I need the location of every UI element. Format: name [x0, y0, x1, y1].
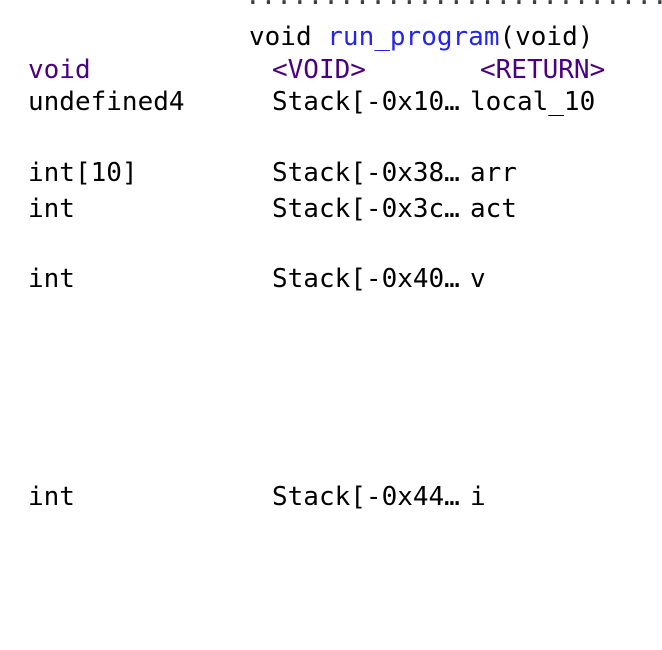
signature-params[interactable]: (void) — [499, 22, 594, 52]
signature-return-type[interactable]: void — [249, 22, 328, 52]
variable-row: int Stack[-0x44… i — [0, 480, 662, 514]
var-type[interactable]: int[10] — [28, 158, 138, 188]
variable-row: int Stack[-0x40… v — [0, 262, 662, 296]
var-type[interactable]: undefined4 — [28, 87, 185, 117]
separator-dots: ........................... — [245, 0, 662, 13]
function-signature-row: void run_program(void) — [249, 20, 662, 54]
var-type[interactable]: int — [28, 264, 75, 294]
var-name[interactable]: i — [470, 482, 486, 512]
var-storage[interactable]: Stack[-0x3c… — [272, 194, 460, 224]
function-separator: ........................... — [245, 0, 662, 13]
var-name[interactable]: v — [470, 264, 486, 294]
variable-row: undefined4 Stack[-0x10… local_10 — [0, 85, 662, 119]
var-storage[interactable]: Stack[-0x10… — [272, 87, 460, 117]
var-storage[interactable]: Stack[-0x44… — [272, 482, 460, 512]
var-type[interactable]: int — [28, 194, 75, 224]
return-type[interactable]: void — [28, 55, 91, 85]
return-storage[interactable]: <VOID> — [272, 55, 366, 85]
variable-row: int Stack[-0x3c… act — [0, 192, 662, 226]
var-storage[interactable]: Stack[-0x40… — [272, 264, 460, 294]
function-return-row: void <VOID> <RETURN> — [0, 53, 662, 87]
var-storage[interactable]: Stack[-0x38… — [272, 158, 460, 188]
var-type[interactable]: int — [28, 482, 75, 512]
return-name[interactable]: <RETURN> — [480, 55, 606, 85]
var-name[interactable]: arr — [470, 158, 517, 188]
var-name[interactable]: act — [470, 194, 517, 224]
ghidra-function-listing: ........................... void run_pro… — [0, 0, 662, 514]
var-name[interactable]: local_10 — [470, 87, 596, 117]
variable-row: int[10] Stack[-0x38… arr — [0, 156, 662, 190]
function-name[interactable]: run_program — [327, 22, 500, 52]
